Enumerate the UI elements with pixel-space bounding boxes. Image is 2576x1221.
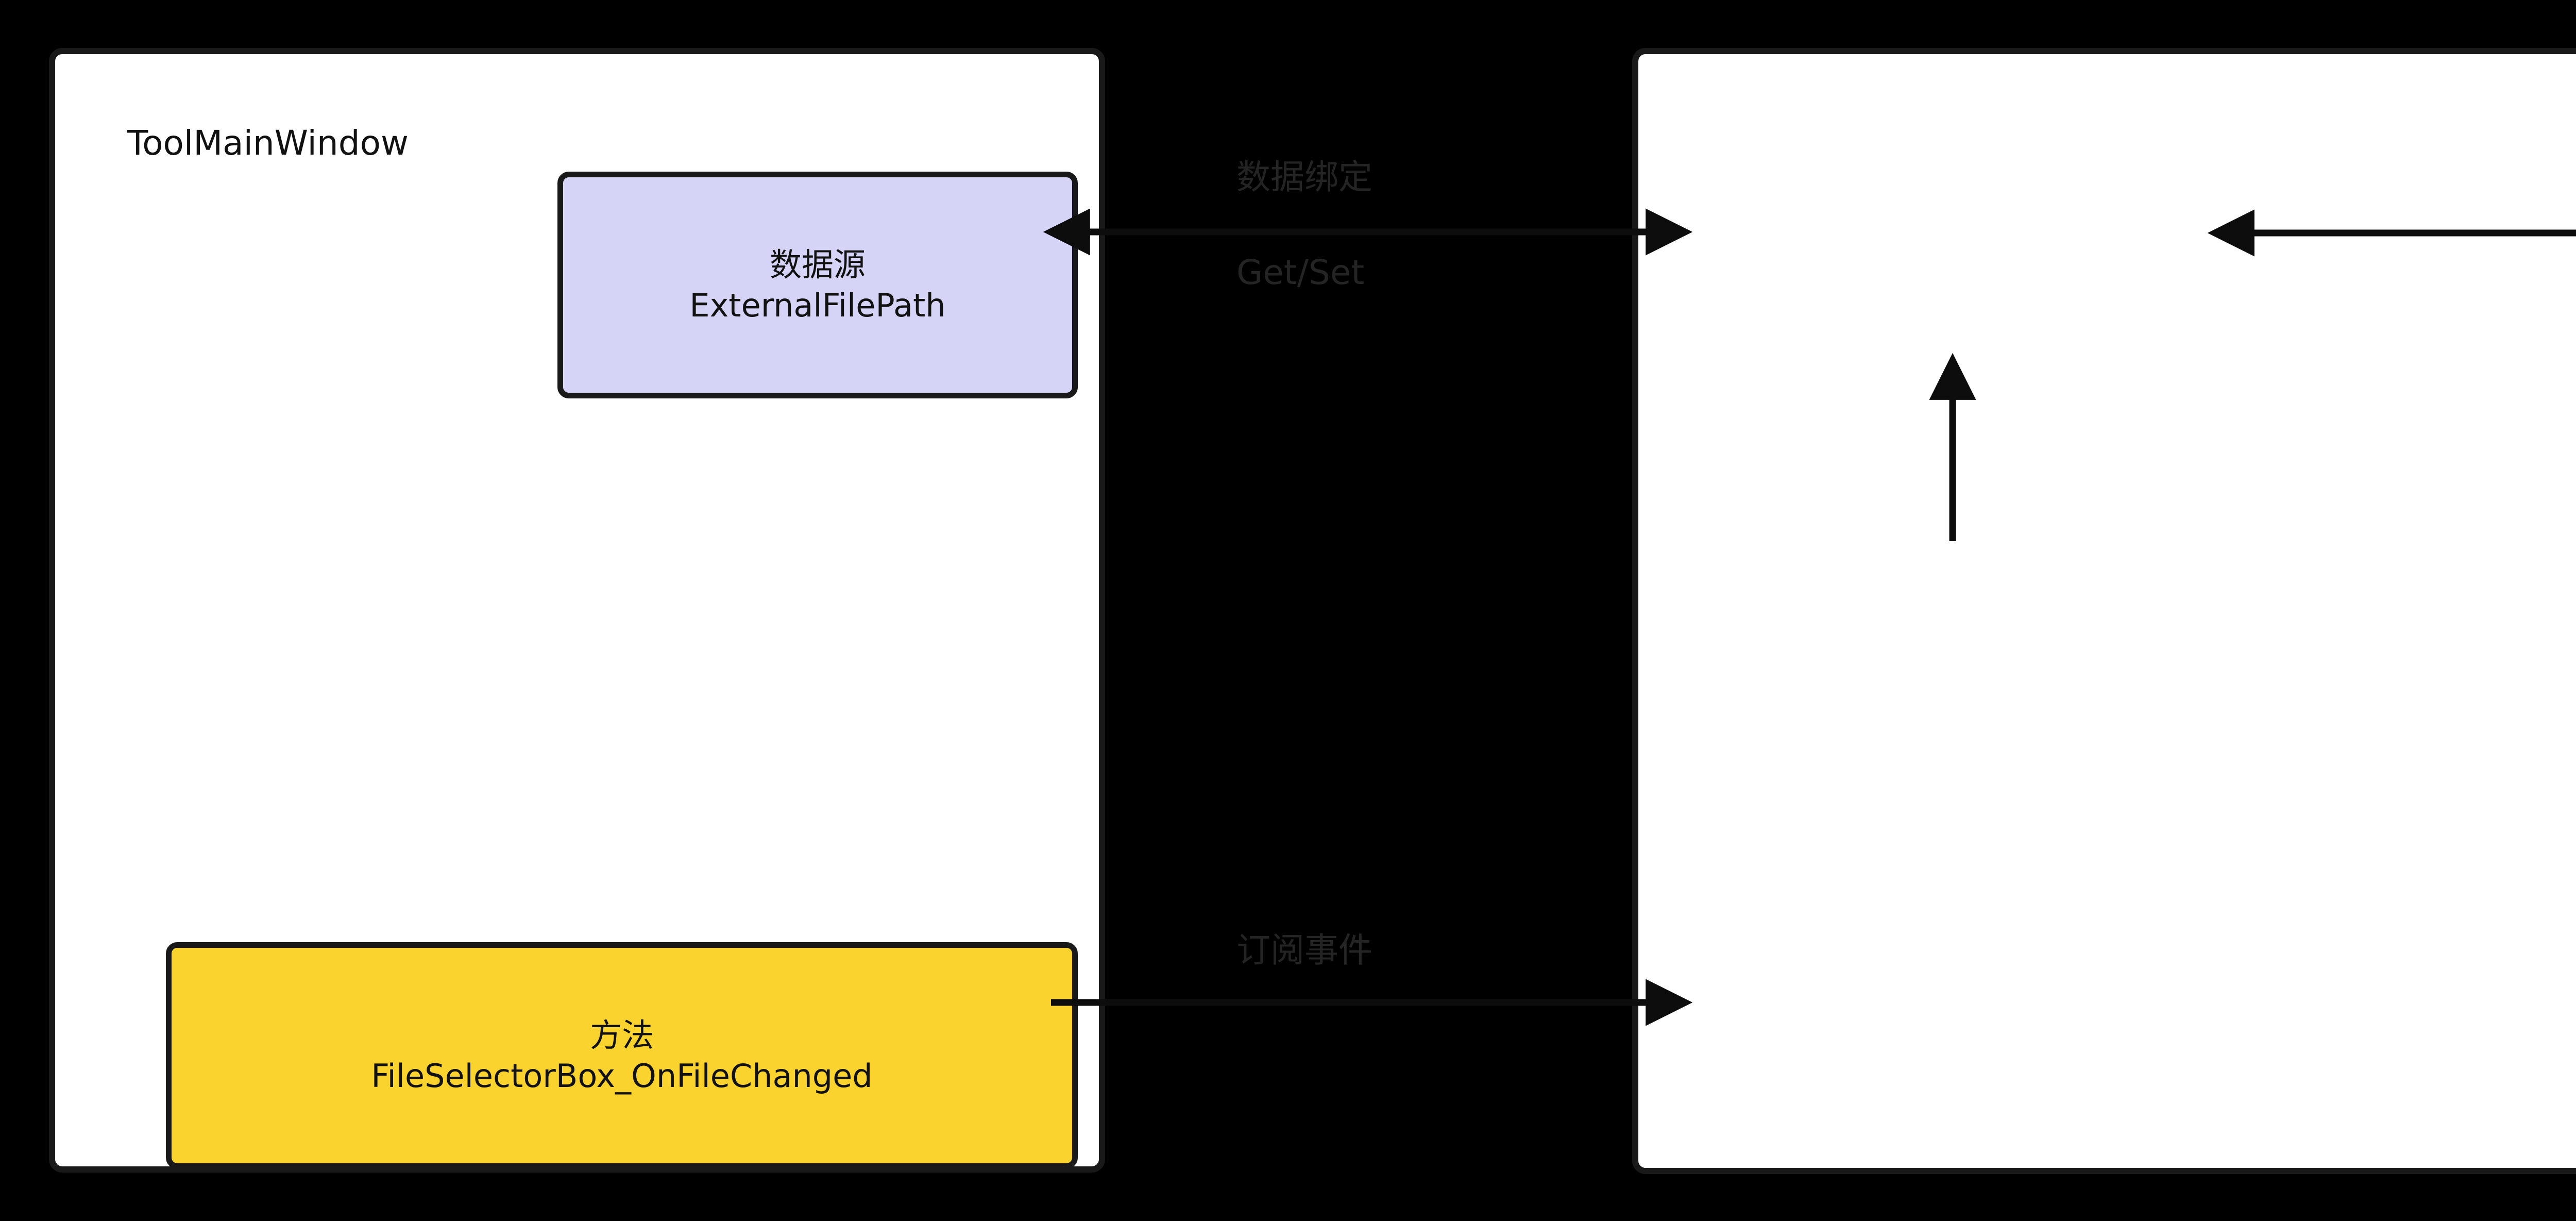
node-kind-label: 数据源 (769, 245, 866, 283)
gap-label-get-set: Get/Set (1236, 253, 1365, 292)
node-method-handler[interactable]: 方法 FileSelectorBox_OnFileChanged (166, 942, 1078, 1169)
node-name-label: ExternalFilePath (689, 287, 946, 324)
gap-label-subscribe-event: 订阅事件 (1236, 930, 1372, 970)
container-file-selector-box: FileSelectorBox Set Get 依赖属性 FilePath 控件… (1632, 48, 2576, 1174)
container-tool-main-window: ToolMainWindow 数据源 ExternalFilePath 方法 F… (49, 48, 1105, 1173)
node-kind-label: 方法 (589, 1016, 654, 1054)
node-name-label: FileSelectorBox_OnFileChanged (371, 1057, 873, 1095)
node-external-file-path[interactable]: 数据源 ExternalFilePath (557, 172, 1078, 398)
gap-label-data-binding: 数据绑定 (1236, 157, 1372, 197)
container-label-tool-main-window: ToolMainWindow (127, 123, 409, 163)
